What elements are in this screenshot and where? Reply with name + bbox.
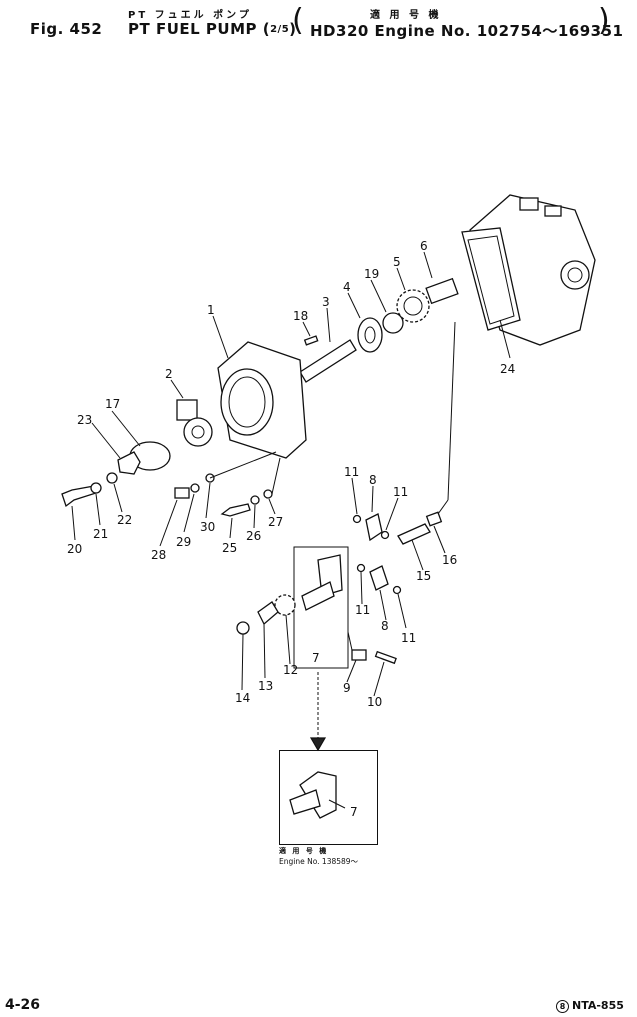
inset-frame (279, 750, 378, 845)
callout-6: 6 (420, 239, 428, 253)
arrow-down-icon (309, 672, 327, 752)
washer-part-26 (250, 495, 260, 505)
plunger-part-16 (425, 511, 443, 527)
oring-part-11-a (352, 514, 362, 524)
callout-11-a: 11 (344, 465, 359, 479)
housing-part-1 (217, 341, 307, 459)
bracket-left: ( (292, 3, 304, 38)
pin-part-18 (303, 335, 319, 346)
arm-part-7 (293, 546, 349, 669)
page-number: 4-26 (5, 997, 41, 1013)
callout-7: 7 (312, 651, 320, 665)
callout-2: 2 (165, 367, 173, 381)
figure-title: PT FUEL PUMP (2/5) (128, 20, 297, 38)
callout-15: 15 (416, 569, 431, 583)
callout-5: 5 (393, 255, 401, 269)
callout-22: 22 (117, 513, 132, 527)
lever-part-8-upper (365, 513, 383, 542)
gear-part-5 (396, 289, 430, 323)
pump-body-part-24 (461, 194, 596, 346)
washer-part-22 (106, 472, 118, 484)
callout-26: 26 (246, 529, 261, 543)
applicability-serial: HD320 Engine No. 102754～169351 (310, 22, 624, 40)
lever-part-8-lower (369, 565, 389, 591)
callout-25: 25 (222, 541, 237, 555)
callout-16: 16 (442, 553, 457, 567)
callout-3: 3 (322, 295, 330, 309)
figure-title-fraction: 2/5 (270, 24, 290, 35)
shaft-part-6 (425, 277, 459, 305)
callout-1: 1 (207, 303, 215, 317)
bearing-part-2 (176, 399, 213, 447)
callout-8-lower: 8 (381, 619, 389, 633)
callout-4: 4 (343, 280, 351, 294)
document-mark: 8 (556, 1000, 569, 1013)
shaft-part-13 (257, 601, 279, 626)
callout-18: 18 (293, 309, 308, 323)
inset-engine-number: Engine No. 138589～ (279, 857, 359, 866)
callout-8-upper: 8 (369, 473, 377, 487)
inset-arm-part-7 (289, 771, 337, 819)
callout-30: 30 (200, 520, 215, 534)
callout-29: 29 (176, 535, 191, 549)
oring-part-11-b (380, 530, 390, 540)
washer-part-21 (90, 482, 102, 494)
screw-part-25 (220, 503, 251, 517)
ring-part-14 (236, 621, 250, 635)
bracket-right: ) (598, 3, 610, 38)
callout-numbers: 1 2 3 4 5 6 7 7 8 8 9 10 11 11 11 11 12 … (67, 239, 515, 819)
callout-9: 9 (343, 681, 351, 695)
pin-part-10 (374, 650, 397, 665)
bushing-part-9 (351, 649, 367, 661)
title-japanese: PT フュエル ポンプ (128, 10, 252, 21)
figure-title-text: PT FUEL PUMP (128, 20, 257, 38)
snap-ring-part-19 (382, 312, 404, 334)
callout-27: 27 (268, 515, 283, 529)
spider-part-23 (117, 451, 141, 475)
callout-20: 20 (67, 542, 82, 556)
inset-applicability-japanese: 適 用 号 機 (279, 847, 329, 855)
callout-17: 17 (105, 397, 120, 411)
callout-7-inset: 7 (350, 805, 358, 819)
callout-19: 19 (364, 267, 379, 281)
document-code-text: NTA-855 (572, 999, 624, 1012)
callout-14: 14 (235, 691, 250, 705)
callout-10: 10 (367, 695, 382, 709)
callout-28: 28 (151, 548, 166, 562)
bearing-part-4 (357, 317, 383, 353)
callout-13: 13 (258, 679, 273, 693)
spring-part-15 (397, 523, 431, 545)
figure-number: Fig. 452 (30, 20, 103, 38)
callout-11-c: 11 (355, 603, 370, 617)
gear-part-12 (274, 594, 296, 616)
oring-part-11-c (356, 563, 366, 573)
shaft-part-3 (299, 339, 357, 383)
callout-24: 24 (500, 362, 515, 376)
callout-23: 23 (77, 413, 92, 427)
leader-lines (71, 251, 511, 809)
washer-part-27 (263, 489, 273, 499)
fitting-part-28 (174, 487, 190, 499)
applicability-japanese: 適 用 号 機 (370, 10, 442, 21)
callout-11-d: 11 (401, 631, 416, 645)
callout-12: 12 (283, 663, 298, 677)
oring-part-11-d (392, 585, 402, 595)
oring-part-29 (190, 483, 200, 493)
callout-21: 21 (93, 527, 108, 541)
callout-11-b: 11 (393, 485, 408, 499)
